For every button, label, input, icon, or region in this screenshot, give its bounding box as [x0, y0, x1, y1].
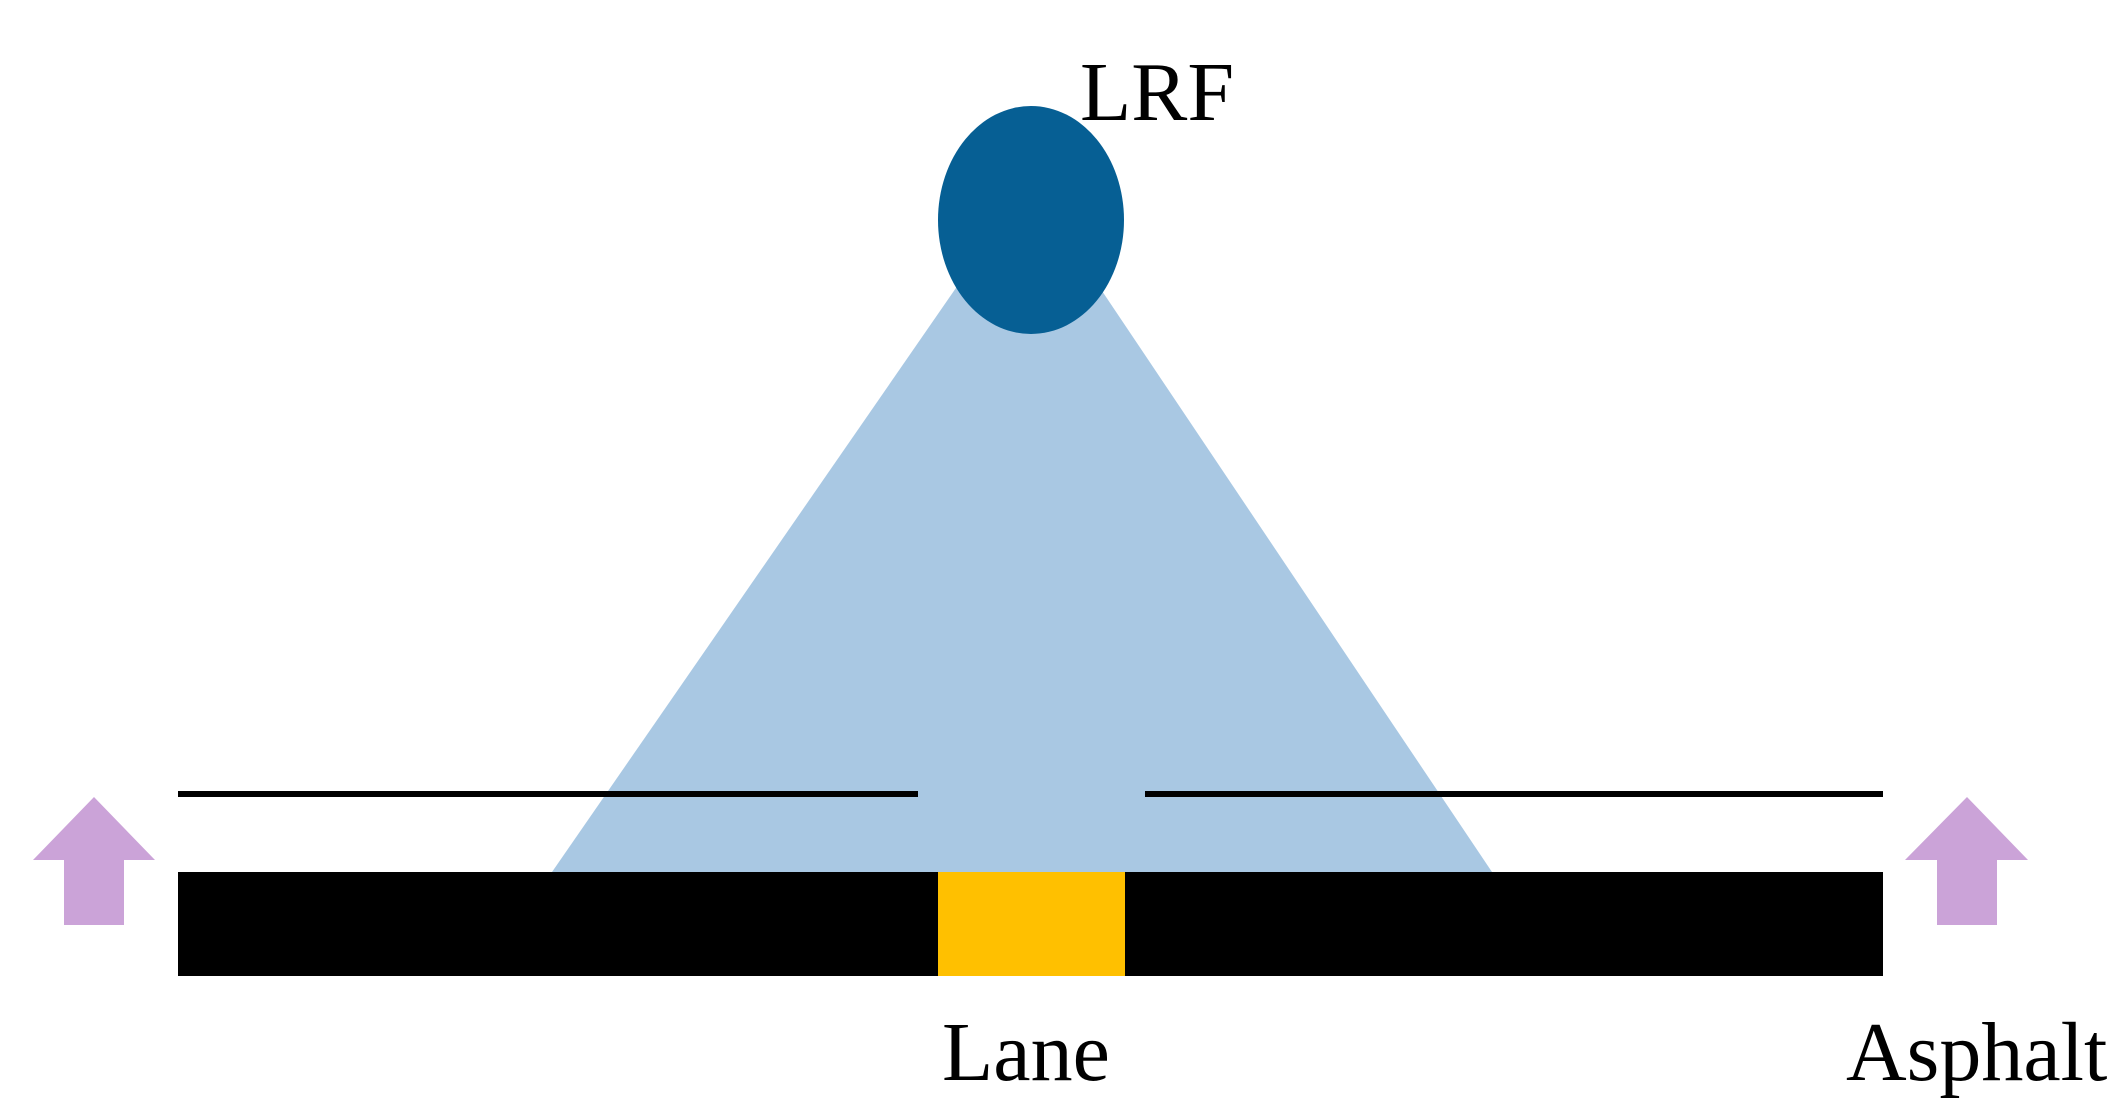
- lane-label: Lane: [942, 1006, 1110, 1099]
- left-up-arrow-icon: [33, 797, 155, 925]
- asphalt-label: Asphalt: [1846, 1006, 2107, 1099]
- asphalt-left-segment: [178, 872, 938, 976]
- sensor-label: LRF: [1080, 46, 1234, 139]
- lane-marking: [938, 872, 1125, 976]
- laser-beam-cone: [552, 285, 1492, 872]
- lrf-sensor: [938, 106, 1124, 334]
- asphalt-right-segment: [1125, 872, 1883, 976]
- right-up-arrow-icon: [1905, 797, 2028, 925]
